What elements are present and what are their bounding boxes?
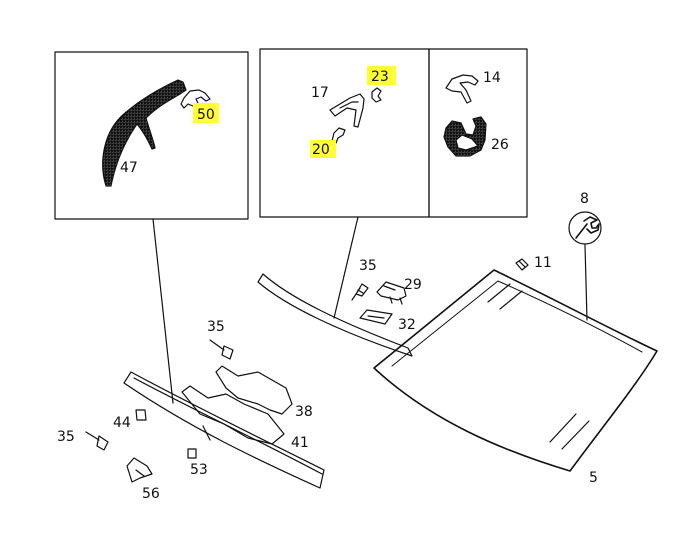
leader-line-tool	[584, 244, 588, 321]
label-part-35-middle: 35	[207, 319, 225, 335]
wrench-icon	[575, 216, 600, 239]
trim-moulding-17	[329, 93, 365, 128]
label-part-11: 11	[534, 255, 552, 271]
rivet-35-middle	[209, 339, 234, 360]
seal-strip-38	[215, 365, 293, 415]
leader-line-middle	[333, 216, 359, 319]
windscreen-reflection-4	[561, 420, 590, 450]
clip-11-detail	[518, 260, 526, 268]
leader-line-left	[152, 218, 174, 404]
detail-box-middle	[259, 48, 430, 218]
profile-14	[445, 74, 479, 104]
windscreen-reflection-2	[499, 290, 523, 310]
highlight-20	[310, 140, 336, 158]
label-part-35-top: 35	[359, 258, 377, 274]
clip-11	[515, 258, 529, 271]
label-part-5: 5	[589, 470, 598, 486]
seal-profile-47	[102, 79, 187, 187]
seal-section-26-inner	[455, 134, 479, 151]
label-part-23: 23	[371, 69, 389, 85]
label-part-32: 32	[398, 317, 416, 333]
label-part-38: 38	[295, 404, 313, 420]
label-part-53: 53	[190, 462, 208, 478]
seal-strip-41	[181, 385, 285, 445]
detail-box-right	[428, 48, 528, 218]
label-part-20: 20	[312, 142, 330, 158]
label-part-47: 47	[120, 160, 138, 176]
label-part-41: 41	[291, 435, 309, 451]
label-part-35-bottom: 35	[57, 429, 75, 445]
bracket-56	[126, 457, 153, 483]
bracket-29	[376, 281, 407, 305]
rivet-35-top	[351, 283, 369, 301]
pad-32-detail	[367, 315, 385, 319]
clip-44	[135, 409, 147, 421]
highlight-23	[367, 66, 396, 85]
detail-box-left	[54, 51, 249, 220]
trim-moulding-17-inner	[339, 101, 359, 109]
clip-50	[180, 89, 211, 109]
label-part-56: 56	[142, 486, 160, 502]
label-part-14: 14	[483, 70, 501, 86]
windscreen-5-edge	[391, 280, 643, 367]
windscreen-5	[373, 269, 658, 472]
label-part-17: 17	[311, 85, 329, 101]
lower-moulding-joint	[202, 425, 211, 441]
tool-symbol-circle	[568, 211, 602, 245]
label-part-26: 26	[491, 137, 509, 153]
label-part-29: 29	[404, 277, 422, 293]
windscreen-reflection-1	[487, 283, 511, 303]
pad-32	[359, 309, 393, 325]
highlight-50	[193, 103, 219, 123]
label-part-44: 44	[113, 415, 131, 431]
clip-23	[371, 87, 382, 103]
rivet-35-bottom	[85, 431, 109, 451]
clip-53	[187, 448, 197, 459]
side-rail-moulding	[257, 273, 413, 357]
windscreen-reflection-3	[549, 413, 577, 443]
label-part-8: 8	[580, 191, 589, 207]
lower-moulding-strip	[123, 371, 325, 489]
label-part-50: 50	[197, 107, 215, 123]
